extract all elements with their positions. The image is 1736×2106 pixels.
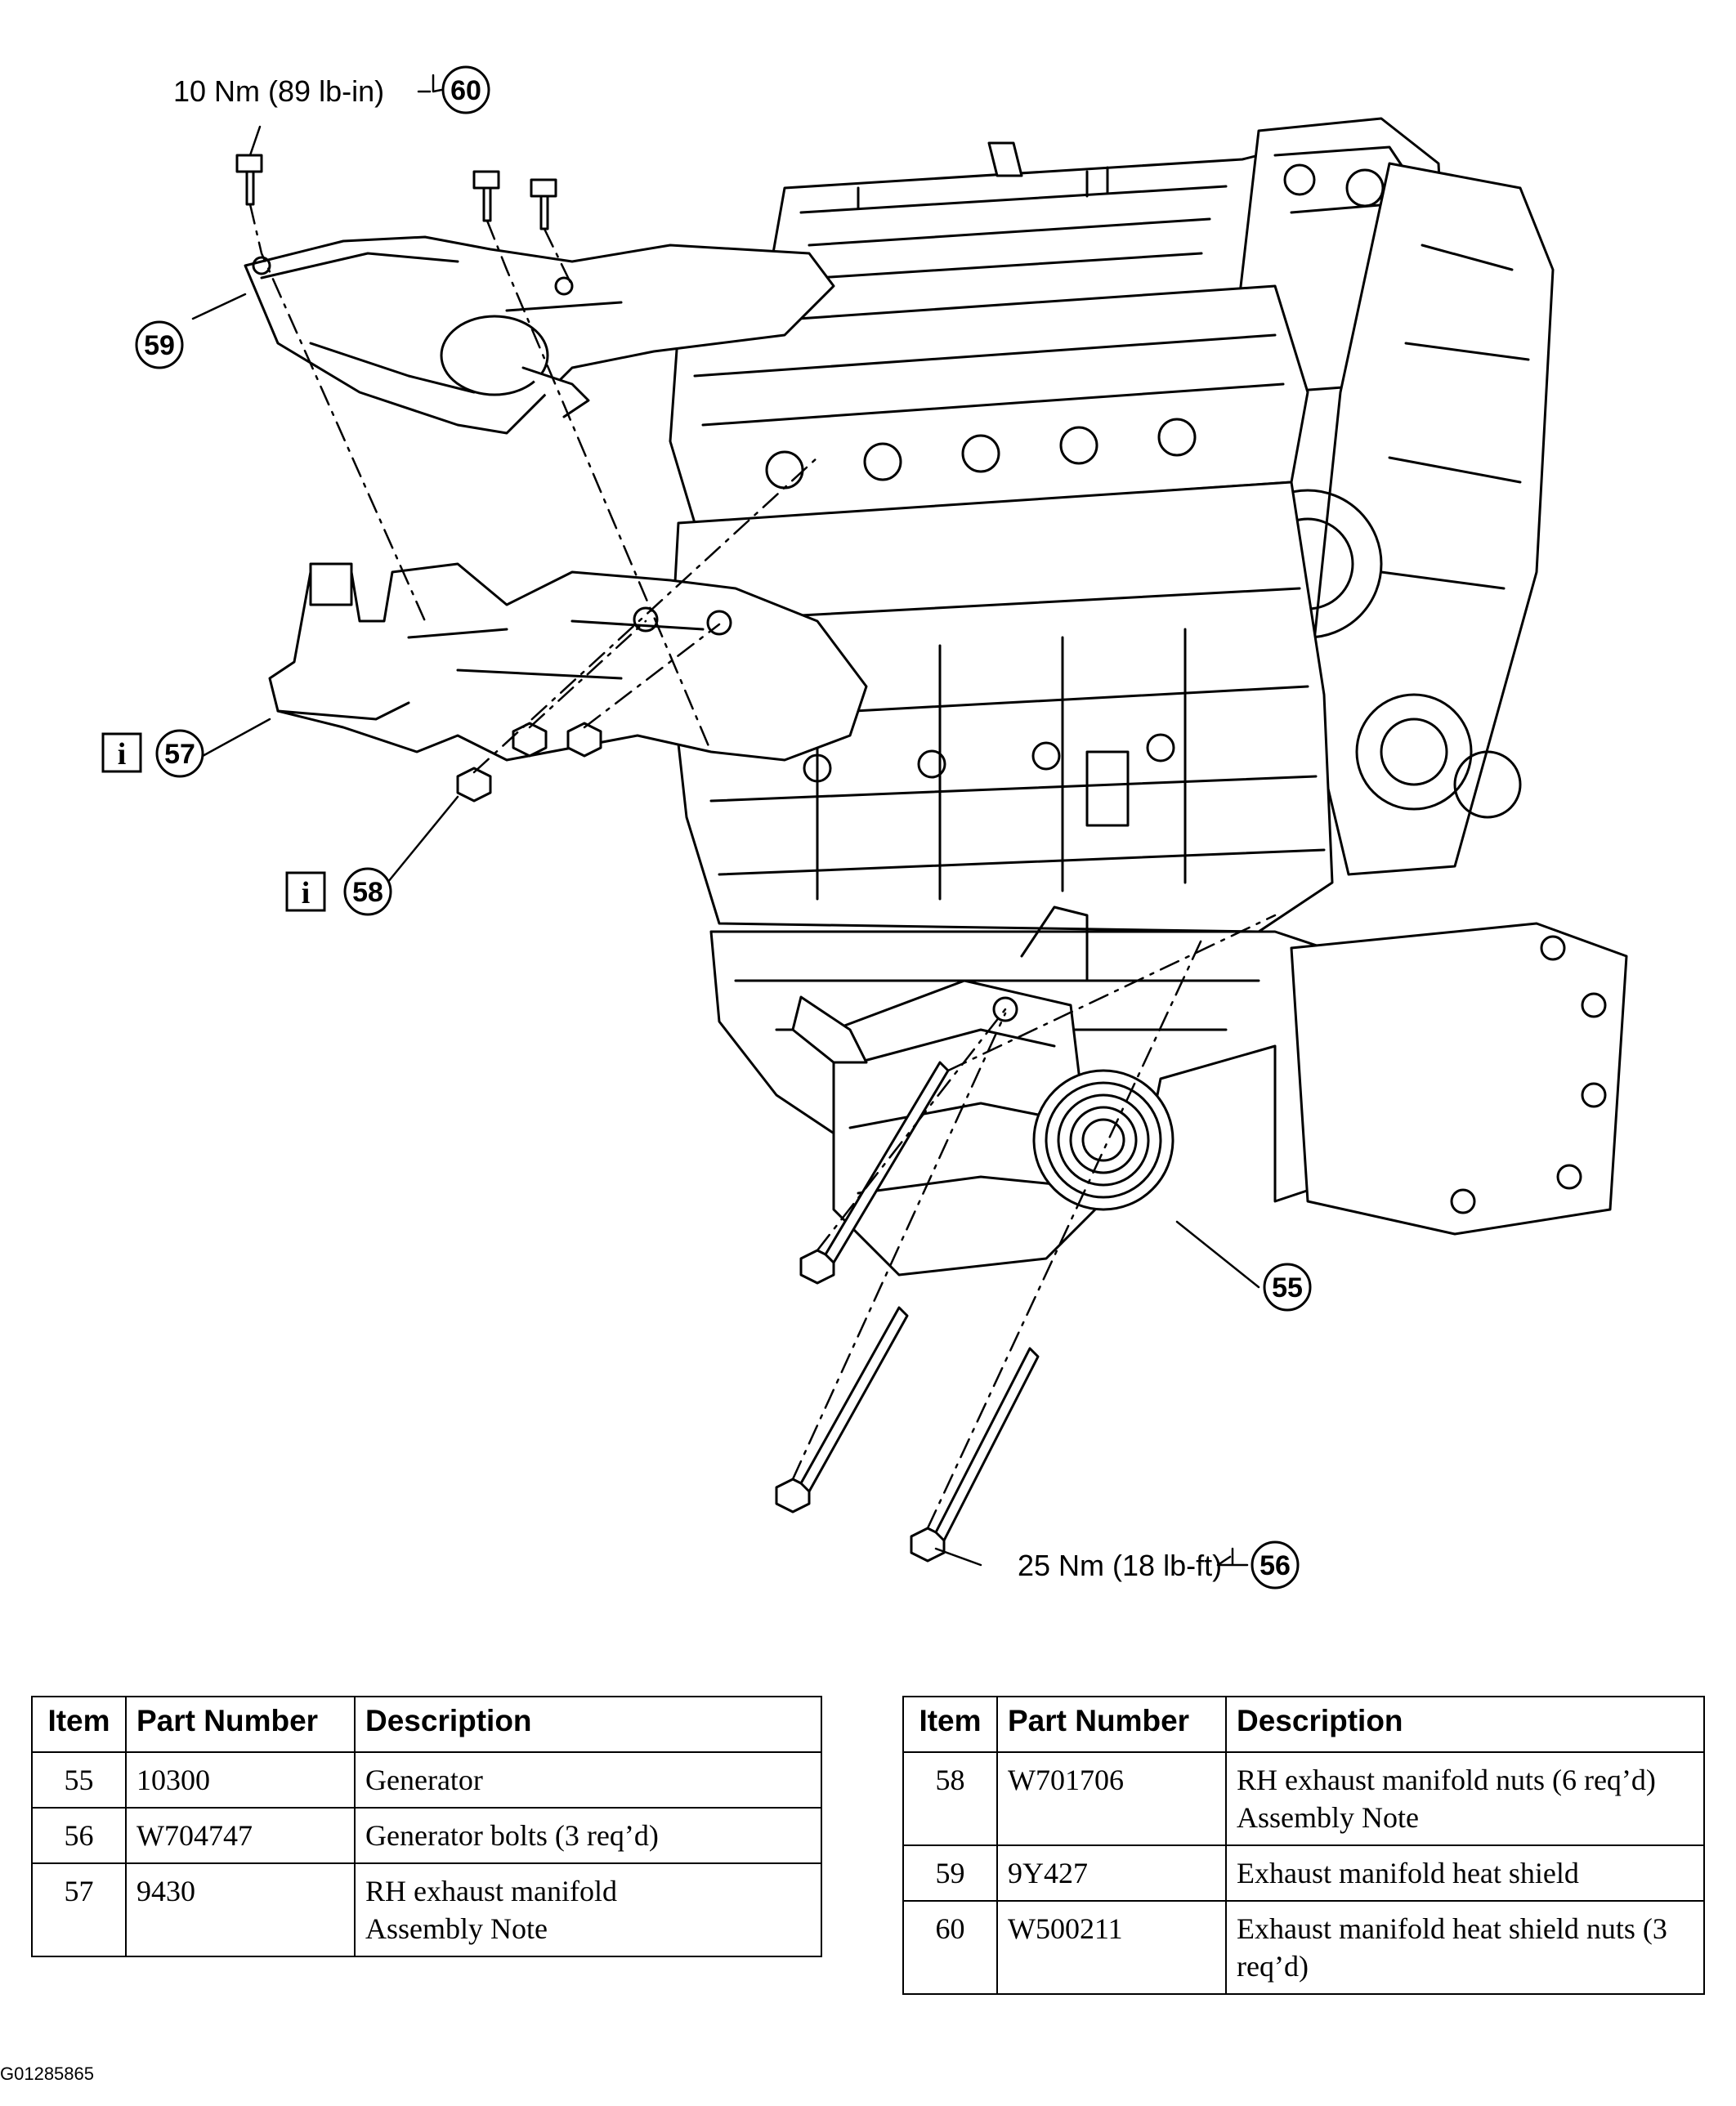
callout-60: 10 Nm (89 lb-in) 60 (173, 65, 490, 114)
cell-item: 60 (902, 1900, 998, 1995)
cell-description: Generator bolts (3 req’d) (354, 1807, 822, 1864)
cell-part-number: 9430 (125, 1862, 356, 1957)
cell-description: Generator (354, 1751, 822, 1809)
parts-table-left: Item Part Number Description 55 10300 Ge… (31, 1696, 822, 1957)
callout-56: 25 Nm (18 lb-ft) 56 (1018, 1540, 1300, 1590)
cell-description: RH exhaust manifold nuts (6 req’d) Assem… (1225, 1751, 1705, 1846)
assembly-note-link[interactable]: Assembly Note (1237, 1801, 1419, 1834)
cell-item: 55 (31, 1751, 127, 1809)
callout-55: 55 (1263, 1263, 1312, 1312)
assembly-guide-lines (248, 203, 1277, 1530)
cell-item: 58 (902, 1751, 998, 1846)
generator-part (791, 905, 1174, 1277)
table-row: 55 10300 Generator (31, 1751, 822, 1809)
callout-60-number: 60 (450, 75, 481, 106)
callout-leaders (191, 74, 1260, 1567)
table-row: 59 9Y427 Exhaust manifold heat shield (902, 1844, 1705, 1902)
assembly-note-link[interactable]: Assembly Note (365, 1912, 548, 1945)
header-item: Item (31, 1696, 127, 1753)
callout-58-number: 58 (352, 877, 383, 908)
header-description: Description (354, 1696, 822, 1753)
table-row: 57 9430 RH exhaust manifold Assembly Not… (31, 1862, 822, 1957)
cell-description: Exhaust manifold heat shield nuts (3 req… (1225, 1900, 1705, 1995)
callout-58: i 58 (285, 867, 392, 916)
cell-part-number: 10300 (125, 1751, 356, 1809)
cell-part-number: 9Y427 (996, 1844, 1227, 1902)
svg-text:i: i (118, 737, 127, 771)
svg-text:i: i (302, 876, 311, 910)
callout-59-number: 59 (144, 330, 175, 361)
table-header-row: Item Part Number Description (902, 1696, 1705, 1753)
exhaust-manifold-heat-shield-part (244, 235, 835, 435)
cell-description: Exhaust manifold heat shield (1225, 1844, 1705, 1902)
parts-table-right: Item Part Number Description 58 W701706 … (902, 1696, 1705, 1995)
callout-56-number: 56 (1259, 1550, 1291, 1581)
cell-part-number: W500211 (996, 1900, 1227, 1995)
rh-exhaust-manifold-part (268, 562, 868, 762)
callout-57-number: 57 (164, 739, 195, 770)
table-row: 60 W500211 Exhaust manifold heat shield … (902, 1900, 1705, 1995)
callout-57: i 57 (101, 729, 204, 778)
callout-60-spec: 10 Nm (89 lb-in) (173, 74, 384, 108)
description-text: RH exhaust manifold nuts (6 req’d) (1237, 1764, 1656, 1796)
callout-56-spec: 25 Nm (18 lb-ft) (1018, 1549, 1222, 1582)
cell-item: 57 (31, 1862, 127, 1957)
header-item: Item (902, 1696, 998, 1753)
header-description: Description (1225, 1696, 1705, 1753)
figure-code: G01285865 (0, 2064, 94, 2084)
table-header-row: Item Part Number Description (31, 1696, 822, 1753)
cell-description: RH exhaust manifold Assembly Note (354, 1862, 822, 1957)
fasteners (235, 154, 1040, 1563)
cell-part-number: W701706 (996, 1751, 1227, 1846)
header-part-number: Part Number (125, 1696, 356, 1753)
engine-exploded-diagram: 10 Nm (89 lb-in) 60 59 i 57 i 58 55 25 N… (101, 65, 1628, 1590)
header-part-number: Part Number (996, 1696, 1227, 1753)
cell-item: 59 (902, 1844, 998, 1902)
table-row: 56 W704747 Generator bolts (3 req’d) (31, 1807, 822, 1864)
callout-55-number: 55 (1272, 1272, 1303, 1303)
info-icon (285, 871, 326, 912)
description-text: RH exhaust manifold (365, 1875, 617, 1907)
callout-59: 59 (135, 320, 184, 369)
cell-part-number: W704747 (125, 1807, 356, 1864)
table-row: 58 W701706 RH exhaust manifold nuts (6 r… (902, 1751, 1705, 1846)
engine-block (669, 117, 1628, 1236)
info-icon (101, 732, 142, 773)
cell-item: 56 (31, 1807, 127, 1864)
